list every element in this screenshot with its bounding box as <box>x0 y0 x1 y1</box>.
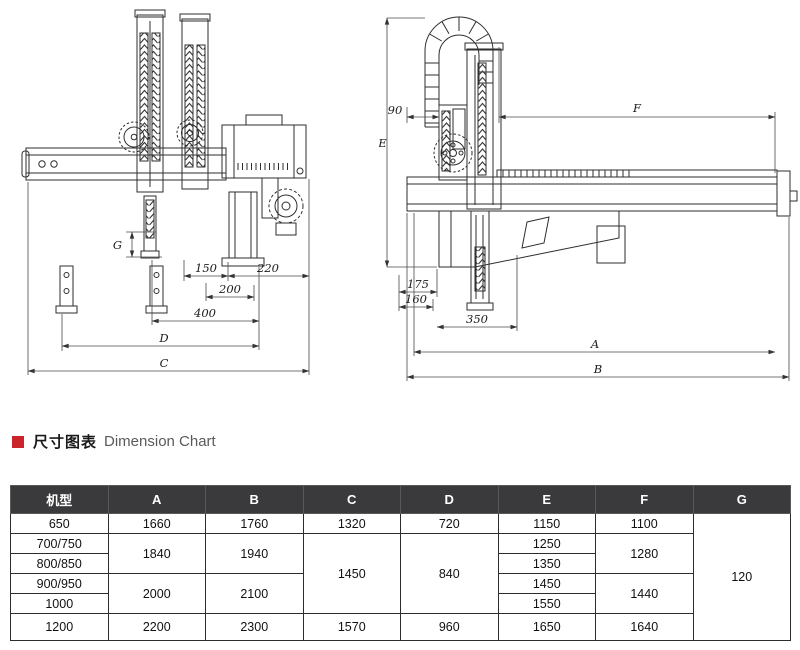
column-header: B <box>205 485 304 514</box>
control-box <box>221 114 307 179</box>
pulley-flange-right <box>176 119 204 147</box>
table-cell: 720 <box>400 513 499 534</box>
dim-label-220: 220 <box>256 261 279 275</box>
table-cell: 2100 <box>205 573 304 614</box>
table-cell: 840 <box>400 533 499 614</box>
vertical-arm-1 <box>134 9 166 193</box>
table-cell: 1440 <box>595 573 694 614</box>
base-body <box>438 211 626 268</box>
table-cell: 1450 <box>302 533 401 614</box>
main-beam <box>406 169 798 217</box>
table-cell: 2300 <box>205 613 304 641</box>
gripper-bracket-1 <box>55 265 78 314</box>
technical-drawings: G 150 220 200 400 D C <box>21 9 798 381</box>
dim-label-g: G <box>113 238 122 252</box>
table-cell: 1320 <box>302 513 401 534</box>
table-cell: 1280 <box>595 533 694 574</box>
table-cell: 1640 <box>595 613 694 641</box>
table-cell: 120 <box>692 513 791 641</box>
dim-label-200: 200 <box>218 282 241 296</box>
column-header: F <box>595 485 694 514</box>
vertical-mast <box>464 42 504 210</box>
column-header: C <box>302 485 401 514</box>
vertical-stroke-arm <box>140 195 160 259</box>
dim-label-150: 150 <box>195 261 217 275</box>
table-row: 800/850 1350 <box>10 553 791 574</box>
table-cell: 700/750 <box>10 533 109 554</box>
dimension-lines-side <box>384 17 790 381</box>
rack-teeth <box>502 170 630 177</box>
dim-label-a: A <box>590 337 599 351</box>
dimension-labels-front: G 150 220 200 400 D C <box>113 238 279 370</box>
dim-label-b: B <box>593 362 602 376</box>
traverse-beam <box>21 147 227 181</box>
motor-gear <box>261 177 304 236</box>
vertical-arm-lower <box>466 210 494 311</box>
dim-label-90: 90 <box>388 103 403 117</box>
pedestal-column <box>221 191 265 267</box>
table-cell: 1200 <box>10 613 109 641</box>
section-header: 尺寸图表 Dimension Chart <box>12 432 800 451</box>
section-title-en: Dimension Chart <box>104 433 216 450</box>
table-cell: 1570 <box>302 613 401 641</box>
table-cell: 1840 <box>107 533 206 574</box>
table-cell: 800/850 <box>10 553 109 574</box>
table-cell: 1000 <box>10 593 109 614</box>
dim-label-e: E <box>379 136 387 150</box>
dimension-labels-side: E 90 F 175 160 350 A B <box>379 101 642 376</box>
table-cell: 1550 <box>497 593 596 614</box>
table-cell: 1660 <box>107 513 206 534</box>
drive-flange <box>433 133 473 173</box>
table-cell: 900/950 <box>10 573 109 594</box>
table-cell: 650 <box>10 513 109 534</box>
dim-label-175: 175 <box>407 277 429 291</box>
table-cell: 1650 <box>497 613 596 641</box>
section-title-cn: 尺寸图表 <box>33 434 98 451</box>
column-header: A <box>107 485 206 514</box>
dimension-lines-front <box>27 179 310 375</box>
column-header: G <box>692 485 791 514</box>
rack-teeth <box>237 163 288 170</box>
table-cell: 2000 <box>107 573 206 614</box>
table-cell: 1100 <box>595 513 694 534</box>
table-cell: 1450 <box>497 573 596 594</box>
column-header: D <box>400 485 499 514</box>
dim-label-c: C <box>160 356 169 370</box>
table-cell: 1760 <box>205 513 304 534</box>
dim-label-f: F <box>632 101 642 115</box>
gripper-bracket-2 <box>145 265 168 314</box>
dim-label-160: 160 <box>405 292 427 306</box>
mast-side-unit <box>438 104 468 181</box>
table-cell: 2200 <box>107 613 206 641</box>
front-view-drawing: G 150 220 200 400 D C <box>21 9 310 375</box>
table-cell: 1940 <box>205 533 304 574</box>
vertical-arm-2 <box>179 13 211 190</box>
table-cell: 960 <box>400 613 499 641</box>
table-cell: 1250 <box>497 533 596 554</box>
red-square-icon <box>12 435 24 448</box>
dim-label-400: 400 <box>193 306 216 320</box>
dim-label-350: 350 <box>466 312 488 326</box>
column-header: E <box>497 485 596 514</box>
pulley-flange-left <box>118 121 150 153</box>
table-cell: 1150 <box>497 513 596 534</box>
column-header: 机型 <box>10 485 109 514</box>
table-cell: 1350 <box>497 553 596 574</box>
dim-label-d: D <box>158 331 168 345</box>
side-view-drawing: E 90 F 175 160 350 A B <box>379 16 798 381</box>
